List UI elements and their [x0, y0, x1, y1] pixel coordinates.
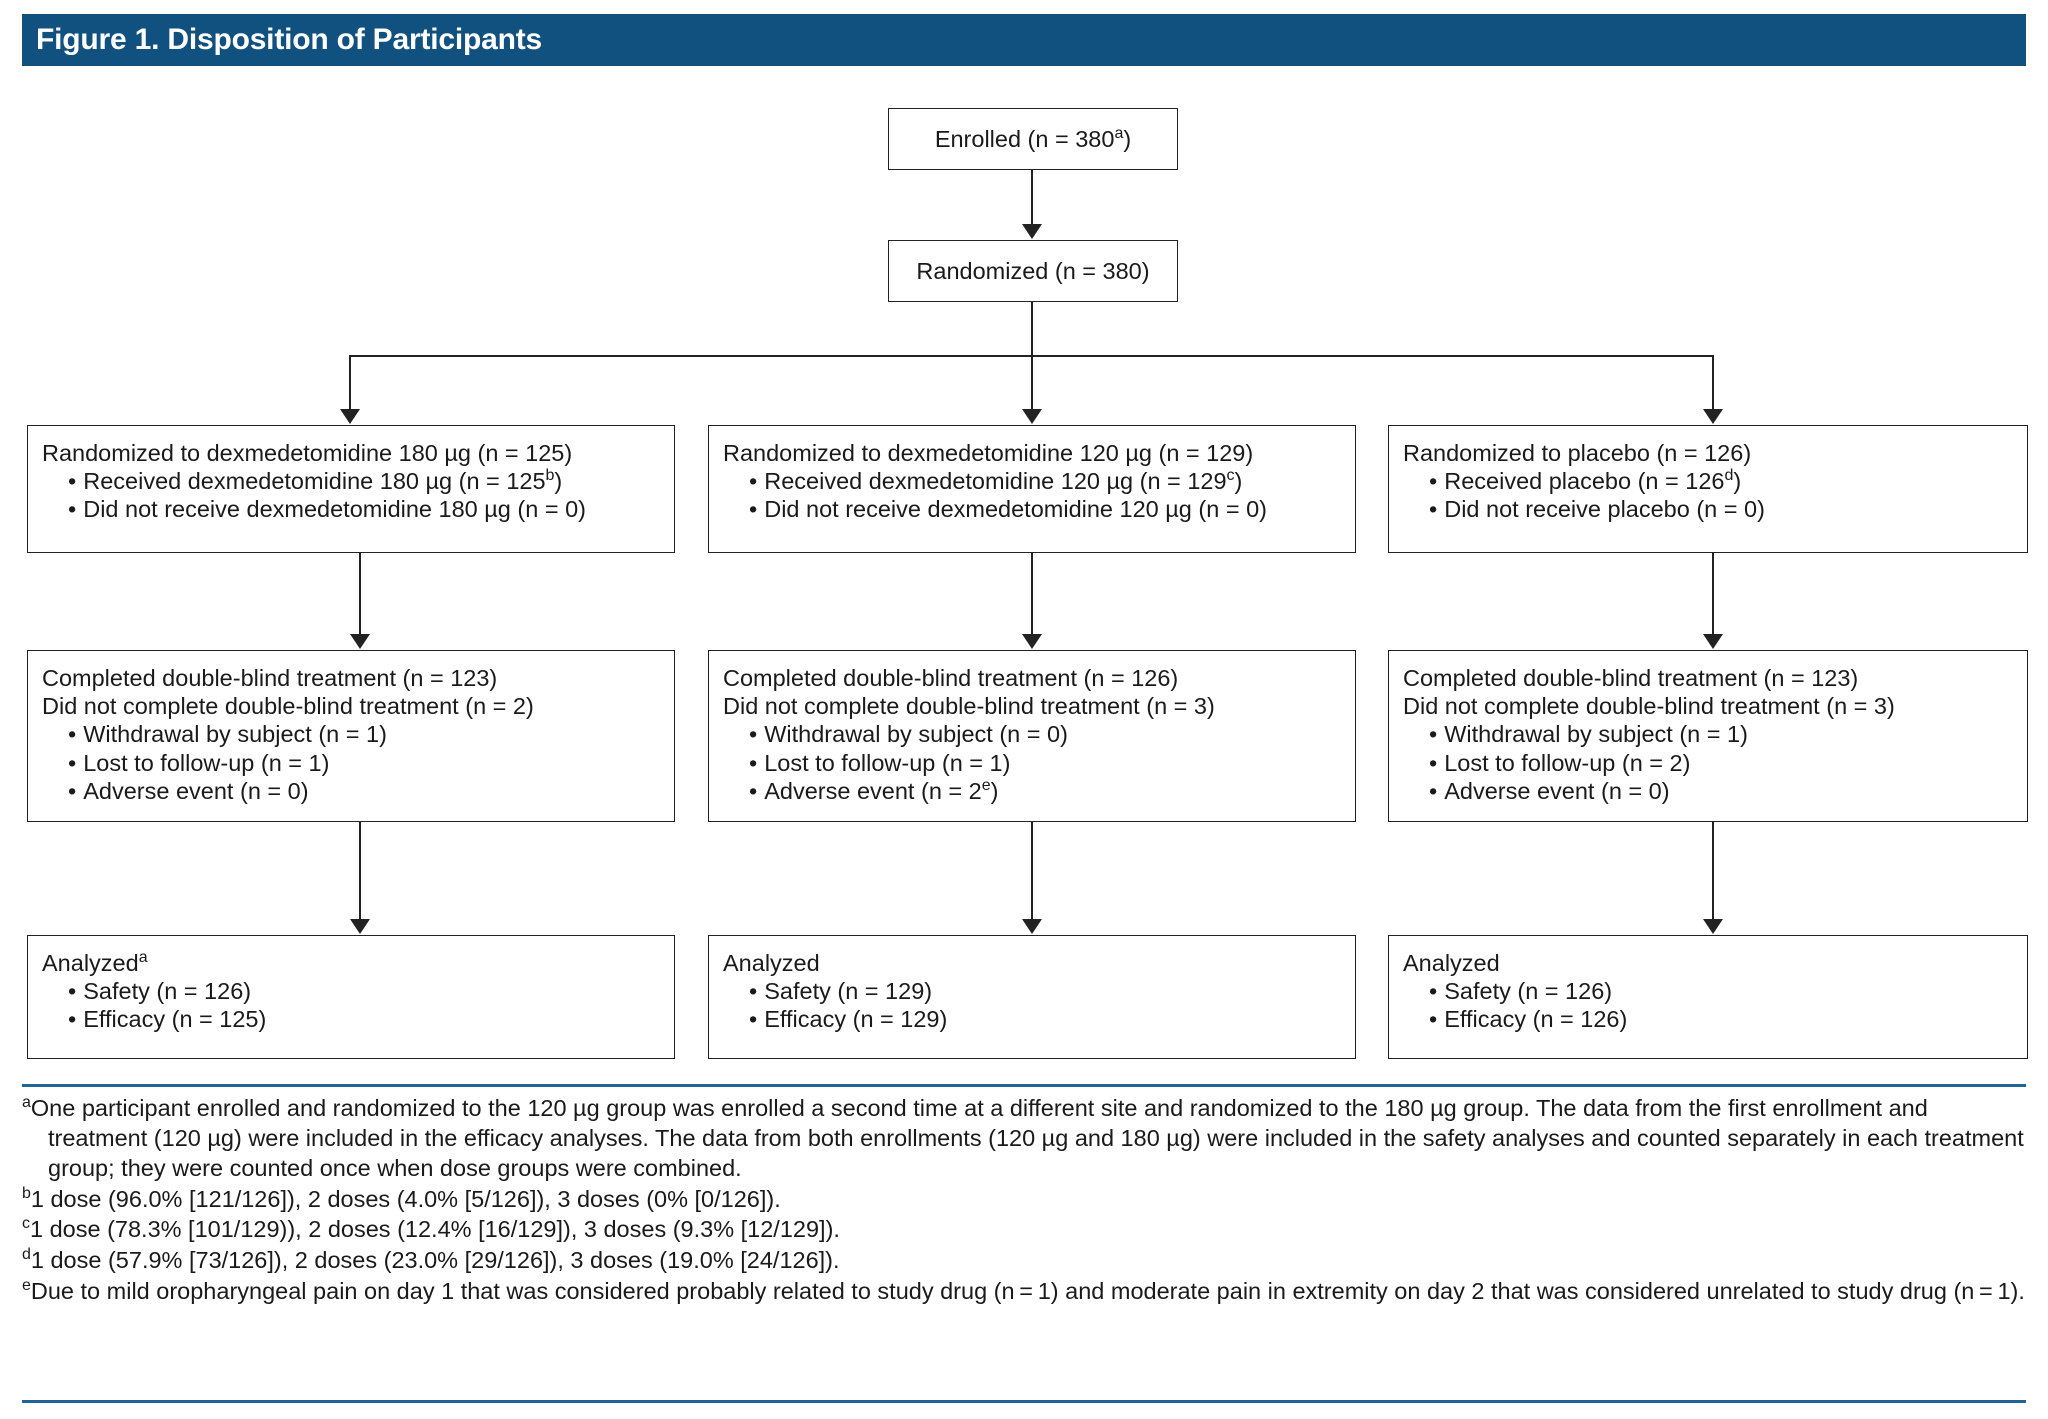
followup-completed: Completed double-blind treatment (n = 12…: [42, 665, 498, 691]
footnote-ref-c: c: [1226, 467, 1235, 485]
followup-bullet: Lost to follow-up (n = 1): [723, 749, 1341, 777]
footnote-marker-e: e: [22, 1277, 31, 1295]
arrowhead-followup-3: [1703, 634, 1723, 649]
allocation-bullet: Did not receive placebo (n = 0): [1403, 495, 2013, 523]
analyzed-bullet: Efficacy (n = 125): [42, 1005, 660, 1033]
followup-bullet: Adverse event (n = 0): [42, 777, 660, 805]
node-enrolled-label: Enrolled (n = 380a): [934, 125, 1132, 152]
node-followup-placebo: Completed double-blind treatment (n = 12…: [1388, 650, 2028, 822]
followup-bullet: Withdrawal by subject (n = 1): [1403, 720, 2013, 748]
footnote-ref-a: a: [1114, 125, 1124, 143]
analyzed-bullet: Safety (n = 126): [1403, 977, 2013, 1005]
footnote-ref-e: e: [981, 776, 991, 794]
node-allocation-dex120: Randomized to dexmedetomidine 120 µg (n …: [708, 425, 1356, 553]
allocation-title: Randomized to dexmedetomidine 180 µg (n …: [42, 440, 573, 466]
analyzed-title: Analyzeda: [42, 949, 148, 976]
footnote-ref-d: d: [1724, 467, 1734, 485]
footnote-text: Due to mild oropharyngeal pain on day 1 …: [30, 1278, 2025, 1305]
arrowhead-analyzed-1: [350, 919, 370, 934]
footnote-ref-a: a: [138, 949, 148, 967]
followup-completed: Completed double-blind treatment (n = 12…: [723, 665, 1179, 691]
allocation-title: Randomized to dexmedetomidine 120 µg (n …: [723, 440, 1254, 466]
figure-title: Figure 1. Disposition of Participants: [36, 23, 542, 56]
arrowhead-arm-3: [1703, 409, 1723, 424]
node-randomized: Randomized (n = 380): [888, 240, 1178, 302]
arrowhead-followup-2: [1022, 634, 1042, 649]
node-analyzed-placebo: Analyzed Safety (n = 126) Efficacy (n = …: [1388, 935, 2028, 1059]
arrowhead-followup-1: [350, 634, 370, 649]
node-enrolled: Enrolled (n = 380a): [888, 108, 1178, 170]
footnote-rule-top: [22, 1084, 2026, 1087]
analyzed-title: Analyzed: [723, 950, 820, 976]
footnote-ref-b: b: [545, 467, 555, 485]
footnote-text: One participant enrolled and randomized …: [30, 1095, 2024, 1181]
footnote-c: c1 dose (78.3% [101/129)), 2 doses (12.4…: [22, 1215, 2032, 1245]
allocation-bullet: Did not receive dexmedetomidine 120 µg (…: [723, 495, 1341, 523]
node-followup-dex180: Completed double-blind treatment (n = 12…: [27, 650, 675, 822]
footnote-d: d1 dose (57.9% [73/126]), 2 doses (23.0%…: [22, 1246, 2032, 1276]
followup-not-completed: Did not complete double-blind treatment …: [1403, 693, 1895, 720]
footnote-e: eDue to mild oropharyngeal pain on day 1…: [22, 1277, 2032, 1307]
footnote-marker-a: a: [22, 1094, 31, 1112]
connector-randomized-stem: [1031, 302, 1034, 356]
footnote-text: 1 dose (78.3% [101/129)), 2 doses (12.4%…: [29, 1216, 840, 1243]
footnote-rule-bottom: [22, 1400, 2026, 1403]
node-analyzed-dex180: Analyzeda Safety (n = 126) Efficacy (n =…: [27, 935, 675, 1059]
followup-bullet: Withdrawal by subject (n = 0): [723, 720, 1341, 748]
node-allocation-dex180: Randomized to dexmedetomidine 180 µg (n …: [27, 425, 675, 553]
node-followup-dex120: Completed double-blind treatment (n = 12…: [708, 650, 1356, 822]
footnote-b: b1 dose (96.0% [121/126]), 2 doses (4.0%…: [22, 1185, 2032, 1215]
followup-not-completed: Did not complete double-blind treatment …: [42, 693, 534, 720]
followup-completed: Completed double-blind treatment (n = 12…: [1403, 665, 1859, 691]
followup-bullet: Lost to follow-up (n = 1): [42, 749, 660, 777]
arrowhead-analyzed-3: [1703, 919, 1723, 934]
footnote-marker-d: d: [22, 1246, 31, 1264]
connector-alloc-to-followup-3: [1712, 553, 1715, 635]
arrowhead-analyzed-2: [1022, 919, 1042, 934]
connector-followup-to-analyzed-2: [1031, 822, 1034, 920]
node-randomized-label: Randomized (n = 380): [916, 257, 1150, 284]
connector-enrolled-to-randomized: [1031, 170, 1034, 225]
connector-alloc-to-followup-1: [359, 553, 362, 635]
followup-bullet: Withdrawal by subject (n = 1): [42, 720, 660, 748]
arrowhead-arm-1: [340, 409, 360, 424]
arrowhead-arm-2: [1022, 409, 1042, 424]
analyzed-bullet: Efficacy (n = 126): [1403, 1005, 2013, 1033]
connector-followup-to-analyzed-3: [1712, 822, 1715, 920]
footnotes-block: aOne participant enrolled and randomized…: [22, 1094, 2032, 1308]
figure-header-banner: Figure 1. Disposition of Participants: [22, 14, 2026, 66]
analyzed-title: Analyzed: [1403, 950, 1500, 976]
followup-bullet: Lost to follow-up (n = 2): [1403, 749, 2013, 777]
allocation-bullet: Received dexmedetomidine 120 µg (n = 129…: [723, 467, 1341, 495]
allocation-title: Randomized to placebo (n = 126): [1403, 440, 1752, 466]
footnote-marker-c: c: [22, 1215, 30, 1233]
footnote-a: aOne participant enrolled and randomized…: [22, 1094, 2032, 1184]
footnote-marker-b: b: [22, 1184, 31, 1202]
connector-branch-left: [349, 355, 352, 410]
connector-followup-to-analyzed-1: [359, 822, 362, 920]
allocation-bullet: Received placebo (n = 126d): [1403, 467, 2013, 495]
connector-branch-right: [1712, 355, 1715, 410]
connector-branch-middle: [1031, 355, 1034, 410]
footnote-text: 1 dose (96.0% [121/126]), 2 doses (4.0% …: [30, 1185, 781, 1212]
arrowhead-to-randomized: [1022, 224, 1042, 239]
analyzed-bullet: Efficacy (n = 129): [723, 1005, 1341, 1033]
footnote-text: 1 dose (57.9% [73/126]), 2 doses (23.0% …: [30, 1247, 840, 1274]
allocation-bullet: Did not receive dexmedetomidine 180 µg (…: [42, 495, 660, 523]
connector-alloc-to-followup-2: [1031, 553, 1034, 635]
followup-bullet: Adverse event (n = 0): [1403, 777, 2013, 805]
analyzed-bullet: Safety (n = 126): [42, 977, 660, 1005]
followup-not-completed: Did not complete double-blind treatment …: [723, 693, 1215, 720]
followup-bullet: Adverse event (n = 2e): [723, 777, 1341, 805]
node-analyzed-dex120: Analyzed Safety (n = 129) Efficacy (n = …: [708, 935, 1356, 1059]
analyzed-bullet: Safety (n = 129): [723, 977, 1341, 1005]
allocation-bullet: Received dexmedetomidine 180 µg (n = 125…: [42, 467, 660, 495]
node-allocation-placebo: Randomized to placebo (n = 126) Received…: [1388, 425, 2028, 553]
